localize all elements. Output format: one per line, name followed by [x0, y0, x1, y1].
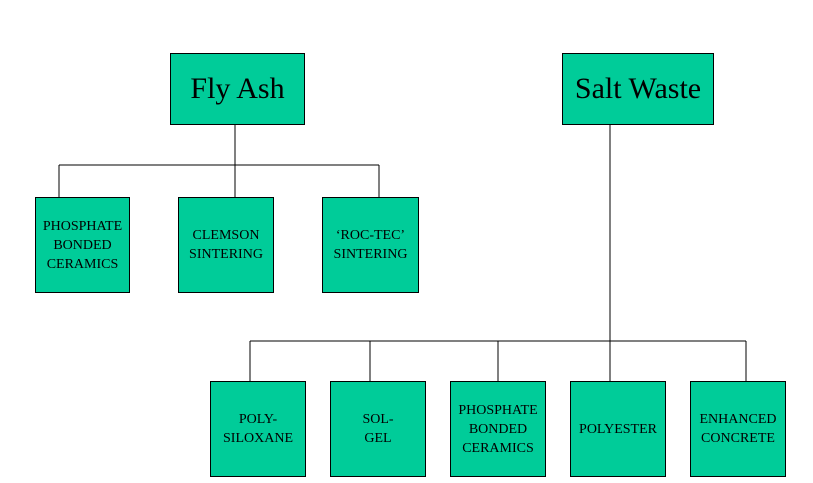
node-fly-ash: Fly Ash: [170, 53, 305, 125]
node-label: POLYESTER: [579, 421, 657, 437]
node-enhanced-concrete: ENHANCED CONCRETE: [690, 381, 786, 477]
node-salt-waste-phosphate-bonded-ceramics: PHOSPHATE BONDED CERAMICS: [450, 381, 546, 477]
node-label: PHOSPHATE BONDED CERAMICS: [42, 218, 123, 272]
node-label: CLEMSON SINTERING: [189, 228, 263, 262]
node-label: POLY- SILOXANE: [223, 412, 293, 446]
node-polysiloxane: POLY- SILOXANE: [210, 381, 306, 477]
node-label: ENHANCED CONCRETE: [699, 412, 777, 446]
node-polyester: POLYESTER: [570, 381, 666, 477]
node-label: ‘ROC-TEC’ SINTERING: [333, 228, 408, 262]
node-label: PHOSPHATE BONDED CERAMICS: [458, 402, 538, 456]
node-roc-tec-sintering: ‘ROC-TEC’ SINTERING: [322, 197, 419, 293]
node-label: Fly Ash: [190, 72, 285, 105]
node-clemson-sintering: CLEMSON SINTERING: [178, 197, 274, 293]
node-sol-gel: SOL- GEL: [330, 381, 426, 477]
node-label: Salt Waste: [574, 72, 702, 105]
node-salt-waste: Salt Waste: [562, 53, 714, 125]
node-fly-ash-phosphate-bonded-ceramics: PHOSPHATE BONDED CERAMICS: [35, 197, 130, 293]
node-label: SOL- GEL: [362, 412, 394, 446]
